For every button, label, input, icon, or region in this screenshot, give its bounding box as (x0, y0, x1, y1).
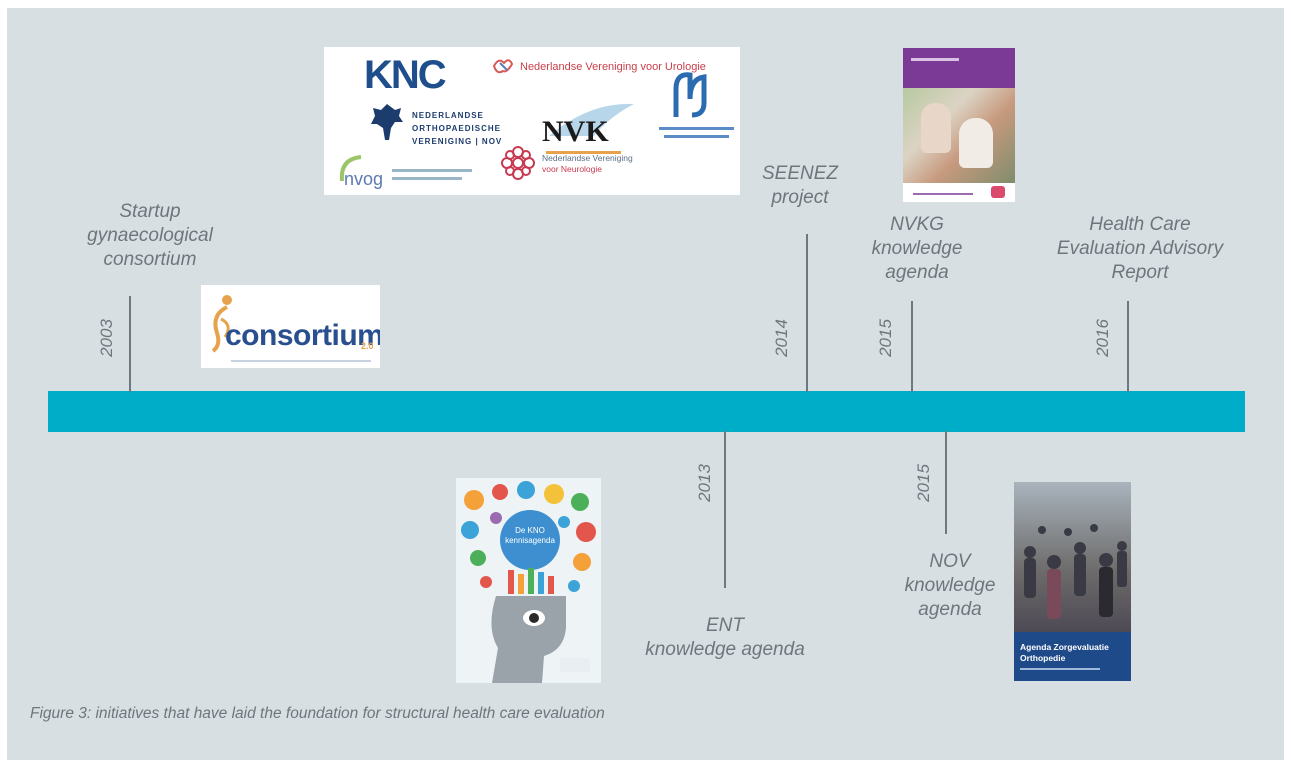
year-2016: 2016 (1093, 319, 1112, 357)
nvkg-cover-photo-person-1 (921, 103, 951, 153)
nov-agenda-cover: Agenda Zorgevaluatie Orthopedie (1014, 482, 1131, 681)
nvkg-cover-footer-line (913, 193, 973, 195)
association-logos-collage: KNC Nederlandse Vereniging voor Urologie… (324, 47, 740, 195)
event-label-2014: SEENEZ project (761, 163, 839, 208)
event-label-2003: Startup gynaecological consortium (87, 201, 213, 270)
ent-cover-bubble-text: De KNO kennisagenda (505, 526, 555, 545)
blue-s-logo-caption-2 (664, 135, 729, 138)
year-2015-below: 2015 (914, 464, 933, 502)
nov-cover-title: Agenda Zorgevaluatie Orthopedie (1020, 642, 1109, 663)
urologie-logo-icon (492, 57, 514, 75)
knc-logo: KNC (364, 55, 450, 95)
nvkg-cover-header-text (911, 58, 959, 61)
ent-cover-illustration (461, 481, 596, 683)
nvk-subtext-line (546, 151, 621, 154)
tick-2003 (129, 296, 131, 392)
nov-tree-icon (369, 102, 405, 142)
tick-2015-below (945, 431, 947, 534)
event-label-2016: Health Care Evaluation Advisory Report (1056, 214, 1224, 283)
year-2015-above: 2015 (876, 319, 895, 357)
nov-logo-text: NEDERLANDSE ORTHOPAEDISCHE VERENIGING | … (412, 111, 503, 146)
blue-s-logo-icon (670, 69, 715, 119)
nov-cover-title-area (1014, 632, 1131, 681)
tick-2014 (806, 234, 808, 392)
event-label-2013: ENT knowledge agenda (645, 615, 805, 660)
event-label-2015-nvkg: NVKG knowledge agenda (871, 214, 963, 283)
timeline-bar (48, 391, 1245, 432)
nvog-logo-text: nvog (344, 169, 384, 189)
urologie-logo-text: Nederlandse Vereniging voor Urologie (520, 61, 706, 73)
neurologie-logo-text: Nederlandse Vereniging voor Neurologie (542, 153, 633, 174)
nov-cover-crowd (1024, 524, 1127, 619)
tick-2016 (1127, 301, 1129, 392)
nvkg-cover-footer-logo (991, 186, 1005, 198)
nvog-subtext-2 (392, 177, 462, 180)
year-2013: 2013 (695, 464, 714, 502)
consortium-logo-text: consortium (225, 319, 380, 352)
nvog-arc-icon (336, 153, 366, 185)
blue-s-logo-caption (659, 127, 734, 130)
ent-agenda-cover: De KNO kennisagenda (456, 478, 601, 683)
tick-2015-above (911, 301, 913, 392)
neurologie-flower-icon (500, 145, 536, 181)
tick-2013 (724, 431, 726, 588)
event-label-2015-nov: NOV knowledge agenda (904, 551, 996, 620)
year-2003: 2003 (97, 319, 116, 357)
consortium-underline (231, 360, 371, 362)
consortium-logo: consortium 2.0 (201, 285, 380, 368)
nvkg-cover-photo-person-2 (959, 118, 993, 168)
nvk-wing-icon (549, 102, 634, 137)
consortium-figure-icon (207, 293, 239, 353)
nov-cover-subtitle-line (1020, 668, 1100, 670)
figure-caption: Figure 3: initiatives that have laid the… (30, 705, 605, 722)
year-2014: 2014 (772, 319, 791, 357)
consortium-version: 2.0 (361, 341, 374, 351)
nvk-logo-text: NVK (542, 115, 609, 148)
nvkg-cover-header (903, 48, 1015, 88)
nvog-subtext-1 (392, 169, 472, 172)
nvkg-agenda-cover (903, 48, 1015, 202)
